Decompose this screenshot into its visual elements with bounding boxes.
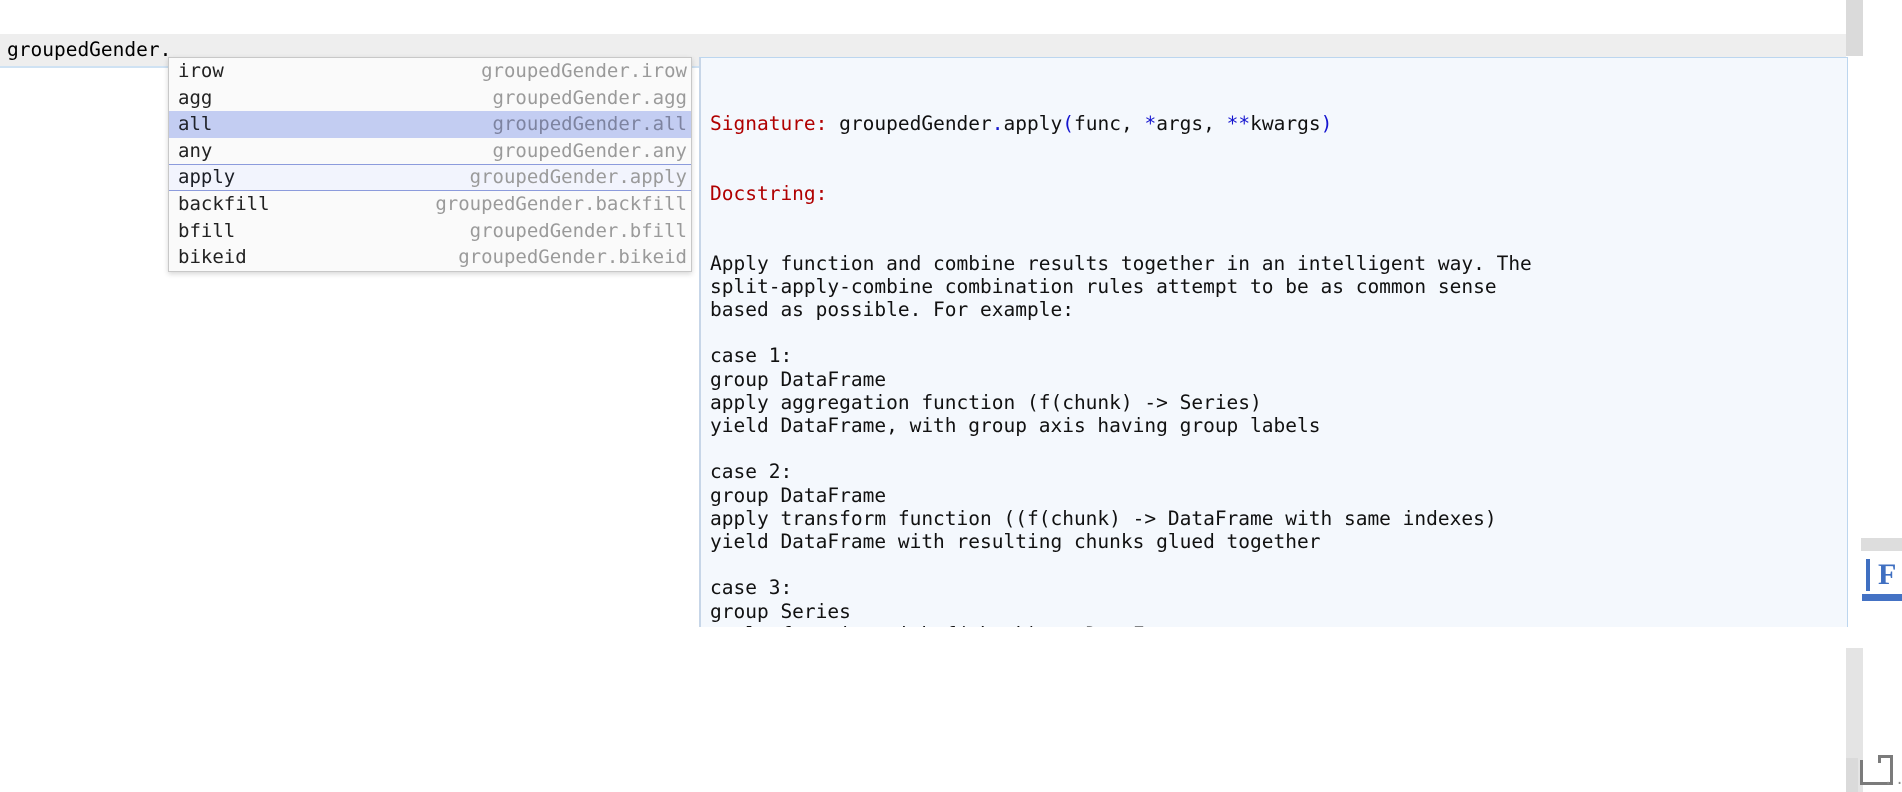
completion-item-label: agg (178, 86, 213, 109)
completion-item-qualified-name: groupedGender.all (492, 113, 687, 135)
completion-item-irow[interactable]: irow groupedGender.irow (169, 58, 691, 85)
completion-item-qualified-name: groupedGender.apply (469, 166, 687, 189)
completion-item-any[interactable]: any groupedGender.any (169, 137, 691, 164)
docstring-line: apply transform function ((f(chunk) -> D… (710, 506, 1497, 530)
signature-arg-args: args, (1156, 112, 1227, 136)
offscreen-toolbar-fragment (1861, 538, 1902, 551)
docstring-line: split-apply-combine combination rules at… (710, 274, 1497, 298)
completion-item-label: apply (178, 166, 236, 189)
offscreen-caret-bar (1866, 559, 1870, 591)
docstring-inspector-panel[interactable]: Signature: groupedGender.apply(func, *ar… (699, 57, 1848, 627)
signature-open-paren: ( (1062, 112, 1074, 136)
signature-arg-func: func, (1073, 112, 1145, 136)
docstring-line: group DataFrame (710, 367, 887, 391)
folder-icon[interactable] (1860, 755, 1898, 785)
docstring-label-line: Docstring: (710, 182, 1847, 205)
completion-item-qualified-name: groupedGender.bikeid (458, 246, 687, 268)
docstring-body: Apply function and combine results toget… (710, 252, 1847, 627)
docstring-line: apply aggregation function (f(chunk) -> … (710, 390, 1262, 414)
completion-item-agg[interactable]: agg groupedGender.agg (169, 84, 691, 111)
signature-star-double: ** (1226, 112, 1251, 136)
docstring-line: group Series (710, 599, 851, 623)
signature-label: Signature: (710, 112, 828, 136)
docstring-line: yield DataFrame with resulting chunks gl… (710, 530, 1321, 554)
folder-icon-body (1860, 760, 1893, 785)
docstring-line: case 2: (710, 460, 793, 484)
docstring-label: Docstring: (710, 182, 828, 206)
completion-item-label: irow (178, 60, 224, 82)
docstring-line (710, 437, 1847, 460)
completion-item-label: all (178, 113, 213, 135)
completion-item-label: bikeid (178, 246, 247, 268)
completion-item-bikeid[interactable]: bikeid groupedGender.bikeid (169, 244, 691, 271)
completion-item-qualified-name: groupedGender.irow (481, 60, 687, 82)
docstring-line: case 3: (710, 576, 793, 600)
completion-item-qualified-name: groupedGender.backfill (435, 193, 687, 215)
docstring-line (710, 553, 1847, 576)
signature-star-single: * (1144, 112, 1157, 136)
signature-dot: . (991, 112, 1004, 136)
page-scrollbar-thumb[interactable] (1846, 0, 1863, 56)
completion-dropdown[interactable]: irow groupedGender.irow agg groupedGender.a… (168, 57, 692, 272)
completion-item-apply[interactable]: apply groupedGender.apply (169, 164, 691, 191)
offscreen-heading-letter: F (1878, 558, 1897, 591)
offscreen-blue-underline (1862, 594, 1902, 601)
docstring-line: case 1: (710, 344, 793, 368)
completion-item-label: any (178, 139, 213, 162)
docstring-line (710, 321, 1847, 344)
docstring-line: group DataFrame (710, 483, 887, 507)
signature-target: groupedGender (839, 112, 992, 136)
page-scrollbar-thumb-lower[interactable] (1846, 648, 1863, 792)
offscreen-grey-bar (1846, 758, 1858, 792)
completion-item-label: bfill (178, 219, 236, 242)
completion-list[interactable]: irow groupedGender.irow agg groupedGender.a… (169, 58, 691, 271)
docstring-line: based as possible. For example: (710, 298, 1074, 322)
folder-icon-tab (1878, 755, 1893, 763)
docstring-line: Apply function and combine results toget… (710, 251, 1532, 275)
input-cell-code[interactable]: groupedGender. (7, 38, 172, 61)
docstring-content: Signature: groupedGender.apply(func, *ar… (701, 58, 1847, 627)
completion-item-label: backfill (178, 193, 270, 215)
completion-item-backfill[interactable]: backfill groupedGender.backfill (169, 191, 691, 218)
completion-item-all[interactable]: all groupedGender.all (169, 111, 691, 138)
signature-arg-kwargs: kwargs (1250, 112, 1321, 136)
completion-item-bfill[interactable]: bfill groupedGender.bfill (169, 217, 691, 244)
docstring-line: yield DataFrame, with group axis having … (710, 414, 1321, 438)
completion-item-qualified-name: groupedGender.any (492, 139, 687, 162)
completion-item-qualified-name: groupedGender.agg (492, 86, 687, 109)
completion-item-qualified-name: groupedGender.bfill (469, 219, 687, 242)
notebook-top-area (0, 0, 1846, 34)
offscreen-dots: .. (1884, 772, 1902, 788)
docstring-line: apply function with f(chunk) -> DataFram… (710, 623, 1847, 627)
signature-method: apply (1003, 112, 1063, 136)
signature-space (827, 112, 839, 135)
signature-line: Signature: groupedGender.apply(func, *ar… (710, 112, 1847, 135)
signature-close-paren: ) (1320, 112, 1333, 136)
